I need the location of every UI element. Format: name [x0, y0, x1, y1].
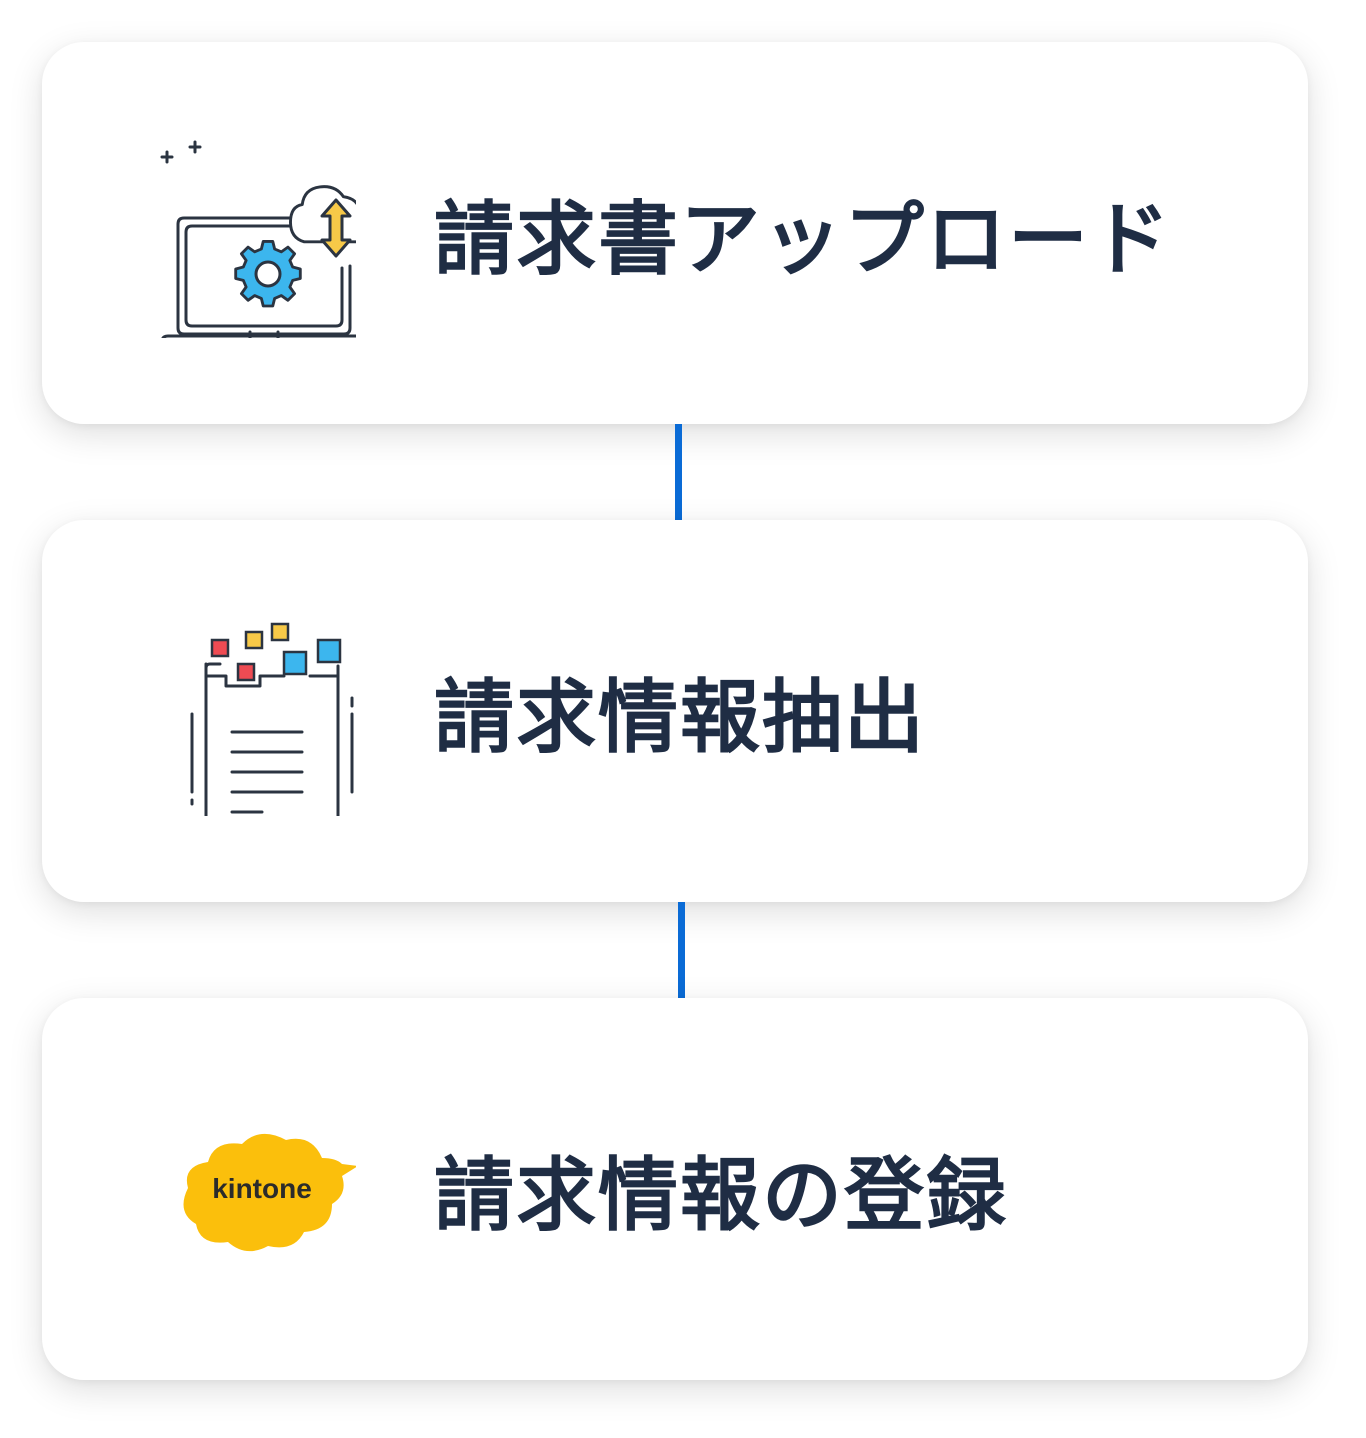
step-label: 請求書アップロード — [434, 193, 1172, 286]
document-extract-icon — [120, 606, 356, 816]
step-card-extract: 請求情報抽出 — [42, 520, 1308, 902]
step-card-register: kintone 請求情報の登録 — [42, 998, 1308, 1380]
svg-text:kintone: kintone — [212, 1173, 312, 1204]
flow-connector — [675, 424, 682, 520]
kintone-logo: kintone — [120, 1084, 356, 1294]
step-label: 請求情報抽出 — [434, 671, 926, 764]
step-label: 請求情報の登録 — [434, 1149, 1008, 1242]
laptop-cloud-upload-icon — [120, 128, 356, 338]
flow-connector — [678, 902, 685, 998]
step-card-upload: 請求書アップロード — [42, 42, 1308, 424]
